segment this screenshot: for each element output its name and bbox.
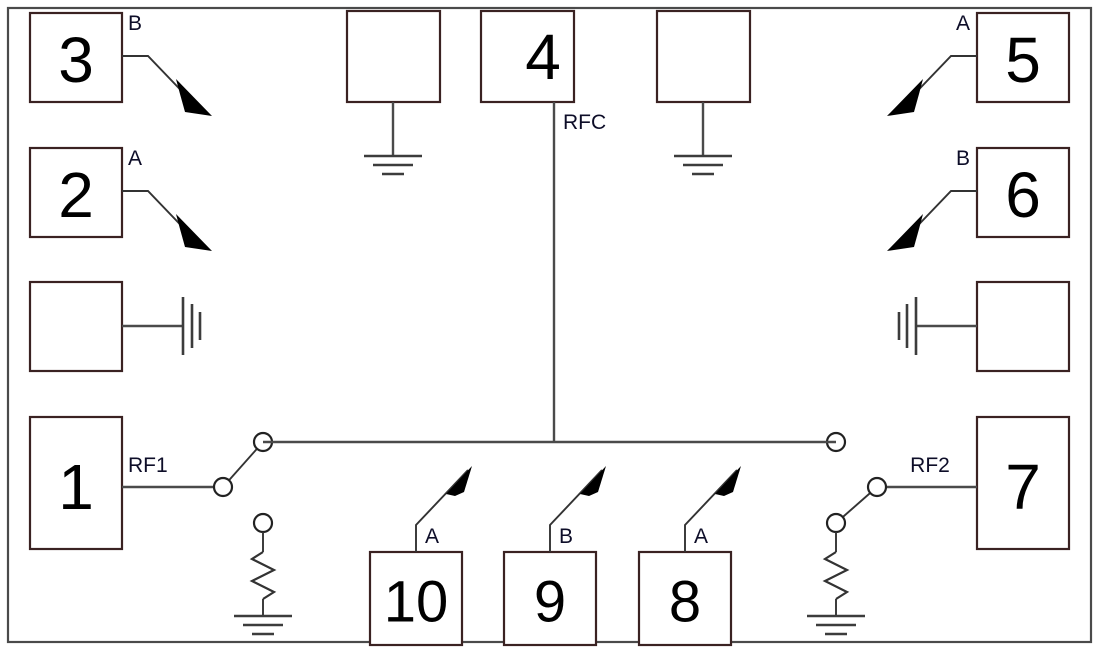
rf1-label: RF1 [128,454,168,477]
rf2-spdt-switch[interactable] [825,431,888,534]
box-10-lever-line [415,469,469,552]
box-5-outline[interactable] [975,11,1071,104]
component-box-7[interactable]: 7 RF2 [877,415,1071,551]
box-8-label: 8 [669,570,701,635]
rf1-termination-resistor [249,532,277,616]
box-8-arrow-icon [715,466,741,496]
box-6-port-label: B [956,147,970,170]
box-7-label: 7 [1005,451,1041,523]
component-box-ground-top-right[interactable] [655,9,752,176]
box-10-arrow-icon [446,466,472,496]
component-box-9[interactable]: 9 B [502,466,606,647]
box-2-outline[interactable] [28,146,124,239]
box-8-port-label: A [694,525,708,548]
box-9-arrow-icon [580,466,606,496]
box-6-outline[interactable] [975,146,1071,239]
ground-mid-right-icon [897,297,918,355]
box-1-label: 1 [58,451,94,523]
component-box-10[interactable]: 10 A [368,466,472,647]
box-3-arrow-icon [176,79,212,116]
component-box-1[interactable]: 1 RF1 [28,415,223,551]
component-box-ground-right[interactable] [897,280,1071,373]
box-9-outline[interactable] [502,550,598,647]
rf2-termination-resistor [822,532,850,616]
box-9-label: 9 [534,570,566,635]
box-ground-left-outline[interactable] [28,280,124,373]
box-9-port-label: B [559,525,573,548]
box-10-outline[interactable] [368,550,464,647]
box-10-port-label: A [425,525,439,548]
component-box-8[interactable]: 8 A [637,466,741,647]
box-ground-top-right-outline[interactable] [655,9,752,104]
component-box-ground-top-left[interactable] [345,9,442,176]
box-6-arrow-icon [887,214,923,251]
box-2-arrow-icon [176,214,212,251]
ground-top-left-icon [364,154,422,176]
component-box-2[interactable]: 2 A [28,146,212,251]
box-3-outline[interactable] [28,11,124,104]
box-8-outline[interactable] [637,550,733,647]
component-box-6[interactable]: 6 B [887,146,1071,251]
box-ground-top-left-outline[interactable] [345,9,442,104]
box-8-lever-line [684,469,738,552]
box-5-arrow-icon [887,79,923,116]
rf2-throw-b-terminal[interactable] [825,512,847,534]
rf2-label: RF2 [910,454,950,477]
box-7-outline[interactable] [975,415,1071,551]
rf1-pole-terminal[interactable] [212,476,234,498]
box-4-outline[interactable] [479,9,576,104]
box-5-port-label: A [956,12,970,35]
component-box-3[interactable]: 3 B [28,11,212,116]
rf1-spdt-switch[interactable] [212,431,274,534]
ground-top-right-icon [674,154,732,176]
ground-mid-left-icon [181,297,202,355]
box-3-port-label: B [128,12,142,35]
box-2-port-label: A [128,147,142,170]
box-4-label: 4 [525,21,561,93]
box-3-label: 3 [58,24,94,96]
box-5-label: 5 [1005,24,1041,96]
box-10-label: 10 [384,570,449,635]
box-1-outline[interactable] [28,415,124,551]
component-box-4[interactable]: 4 RFC [479,9,606,443]
ground-rf1-icon [234,614,292,636]
box-6-label: 6 [1005,159,1041,231]
rf1-throw-b-terminal[interactable] [252,512,274,534]
rfc-label: RFC [563,111,606,134]
component-box-5[interactable]: 5 A [887,11,1071,116]
component-box-ground-left[interactable] [28,280,202,373]
rf2-pole-terminal[interactable] [866,476,888,498]
box-2-label: 2 [58,159,94,231]
box-9-lever-line [549,469,603,552]
ground-rf2-icon [807,614,865,636]
box-ground-right-outline[interactable] [975,280,1071,373]
